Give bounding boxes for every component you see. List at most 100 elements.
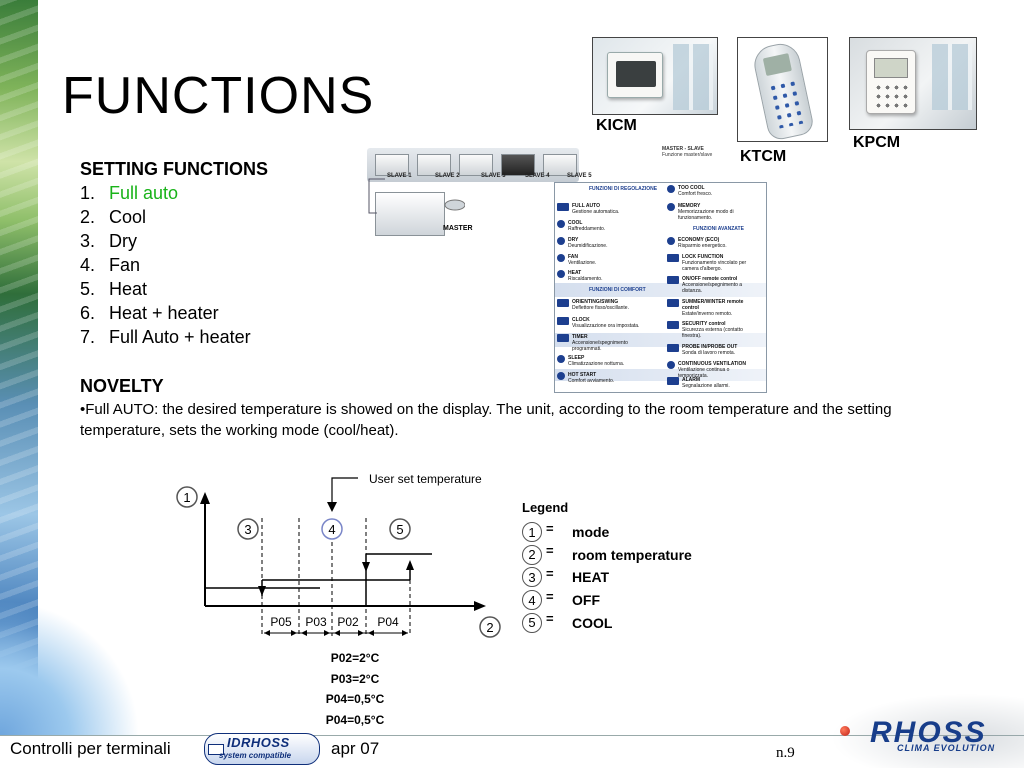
master-slave-caption: MASTER - SLAVE Funzione master/slave [662, 146, 713, 158]
economy-icon [667, 237, 675, 245]
slave-label: SLAVE 1 [387, 173, 412, 179]
param-line: P04=0,5°C [325, 712, 385, 727]
logo-dot-icon [840, 726, 850, 736]
list-item: 4.Fan [80, 255, 141, 275]
window-background [673, 44, 713, 110]
bottom-wave-decoration [0, 600, 140, 736]
legend: Legend 1=mode 2=room temperature 3=HEAT … [522, 500, 692, 634]
footer-title: Controlli per terminali [10, 739, 171, 758]
mode-switching-diagram: 1 2 3 4 5 P05 P03 P02 P04 [176, 477, 501, 638]
kicm-photo [592, 37, 718, 115]
full-auto-icon [557, 203, 569, 211]
list-item: 7.Full Auto + heater [80, 327, 251, 347]
legend-item: 4=OFF [522, 589, 692, 612]
legend-item: 2=room temperature [522, 543, 692, 567]
list-item: 2.Cool [80, 207, 147, 227]
ventilation-icon [667, 361, 675, 369]
legend-item: 5=COOL [522, 611, 692, 634]
setting-functions-heading: SETTING FUNCTIONS [80, 159, 268, 179]
kpcm-label: KPCM [853, 134, 901, 151]
circle-3-label: 3 [244, 522, 251, 537]
too-cool-icon [667, 185, 675, 193]
heat-icon [557, 270, 565, 278]
cool-icon [557, 220, 565, 228]
segment-label: P02 [337, 615, 359, 629]
kicm-label: KICM [596, 117, 637, 134]
slave-unit-image [375, 154, 409, 176]
circle-5 [389, 518, 411, 540]
param-line: P04=0,5°C [325, 692, 385, 706]
dry-icon [557, 237, 565, 245]
panel-heading: FUNZIONI DI COMFORT [589, 287, 646, 293]
slave-unit-image [459, 154, 493, 176]
list-item: 6.Heat + heater [80, 303, 219, 323]
list-item: 3.Dry [80, 231, 137, 251]
rhoss-tagline: CLIMA EVOLUTION [897, 743, 996, 753]
legend-title: Legend [522, 500, 569, 515]
setting-functions-list: 1.Full auto 2.Cool 3.Dry 4.Fan 5.Heat 6.… [80, 181, 268, 349]
window-background [932, 44, 972, 110]
wall-thermostat-image [607, 52, 663, 98]
panel-heading: FUNZIONI AVANZATE [693, 226, 744, 232]
segment-label: P05 [270, 615, 292, 629]
circle-3 [237, 518, 259, 540]
novelty-section: NOVELTY •Full AUTO: the desired temperat… [80, 375, 980, 441]
y-axis-arrow [200, 492, 210, 504]
legend-item: 3=HEAT [522, 566, 692, 589]
slave-label: SLAVE 5 [567, 173, 592, 179]
param-line: P03=2°C [330, 671, 380, 686]
terminal-icon [208, 744, 224, 755]
kpcm-photo [849, 37, 977, 130]
slave-unit-image [543, 154, 577, 176]
rhoss-logo: RHOSS [870, 716, 987, 749]
alarm-icon [667, 377, 679, 385]
sleep-icon [557, 355, 565, 363]
remote-onoff-icon [667, 276, 679, 284]
timer-icon [557, 334, 569, 342]
segment-label: P03 [305, 615, 327, 629]
user-set-temperature-label: User set temperature [369, 472, 482, 486]
legend-item: 1=mode [522, 521, 692, 544]
slave-label: SLAVE 3 [481, 173, 506, 179]
ktcm-photo [737, 37, 828, 142]
logo-swoosh [820, 690, 1024, 768]
idrhoss-badge: IDRHOSS system compatible [204, 733, 320, 765]
lock-icon [667, 254, 679, 262]
slave-unit-image [501, 154, 535, 176]
x-axis-arrow [474, 601, 486, 611]
segment-label: P04 [377, 615, 399, 629]
memory-icon [667, 203, 675, 211]
setting-functions: SETTING FUNCTIONS 1.Full auto 2.Cool 3.D… [80, 157, 268, 349]
novelty-body: •Full AUTO: the desired temperature is s… [80, 401, 892, 439]
novelty-heading: NOVELTY [80, 376, 164, 396]
master-label: MASTER [443, 225, 473, 232]
security-icon [667, 321, 679, 329]
slide-title: FUNCTIONS [62, 67, 375, 125]
master-unit-image [375, 192, 445, 236]
list-item: 1.Full auto [80, 183, 179, 203]
footer-divider [0, 735, 1024, 736]
slave-units-strip [367, 148, 579, 182]
wired-panel-image [866, 50, 916, 114]
fan-icon [557, 254, 565, 262]
circle-2-label: 2 [486, 620, 493, 635]
ktcm-label: KTCM [740, 148, 787, 165]
summer-winter-icon [667, 299, 679, 307]
